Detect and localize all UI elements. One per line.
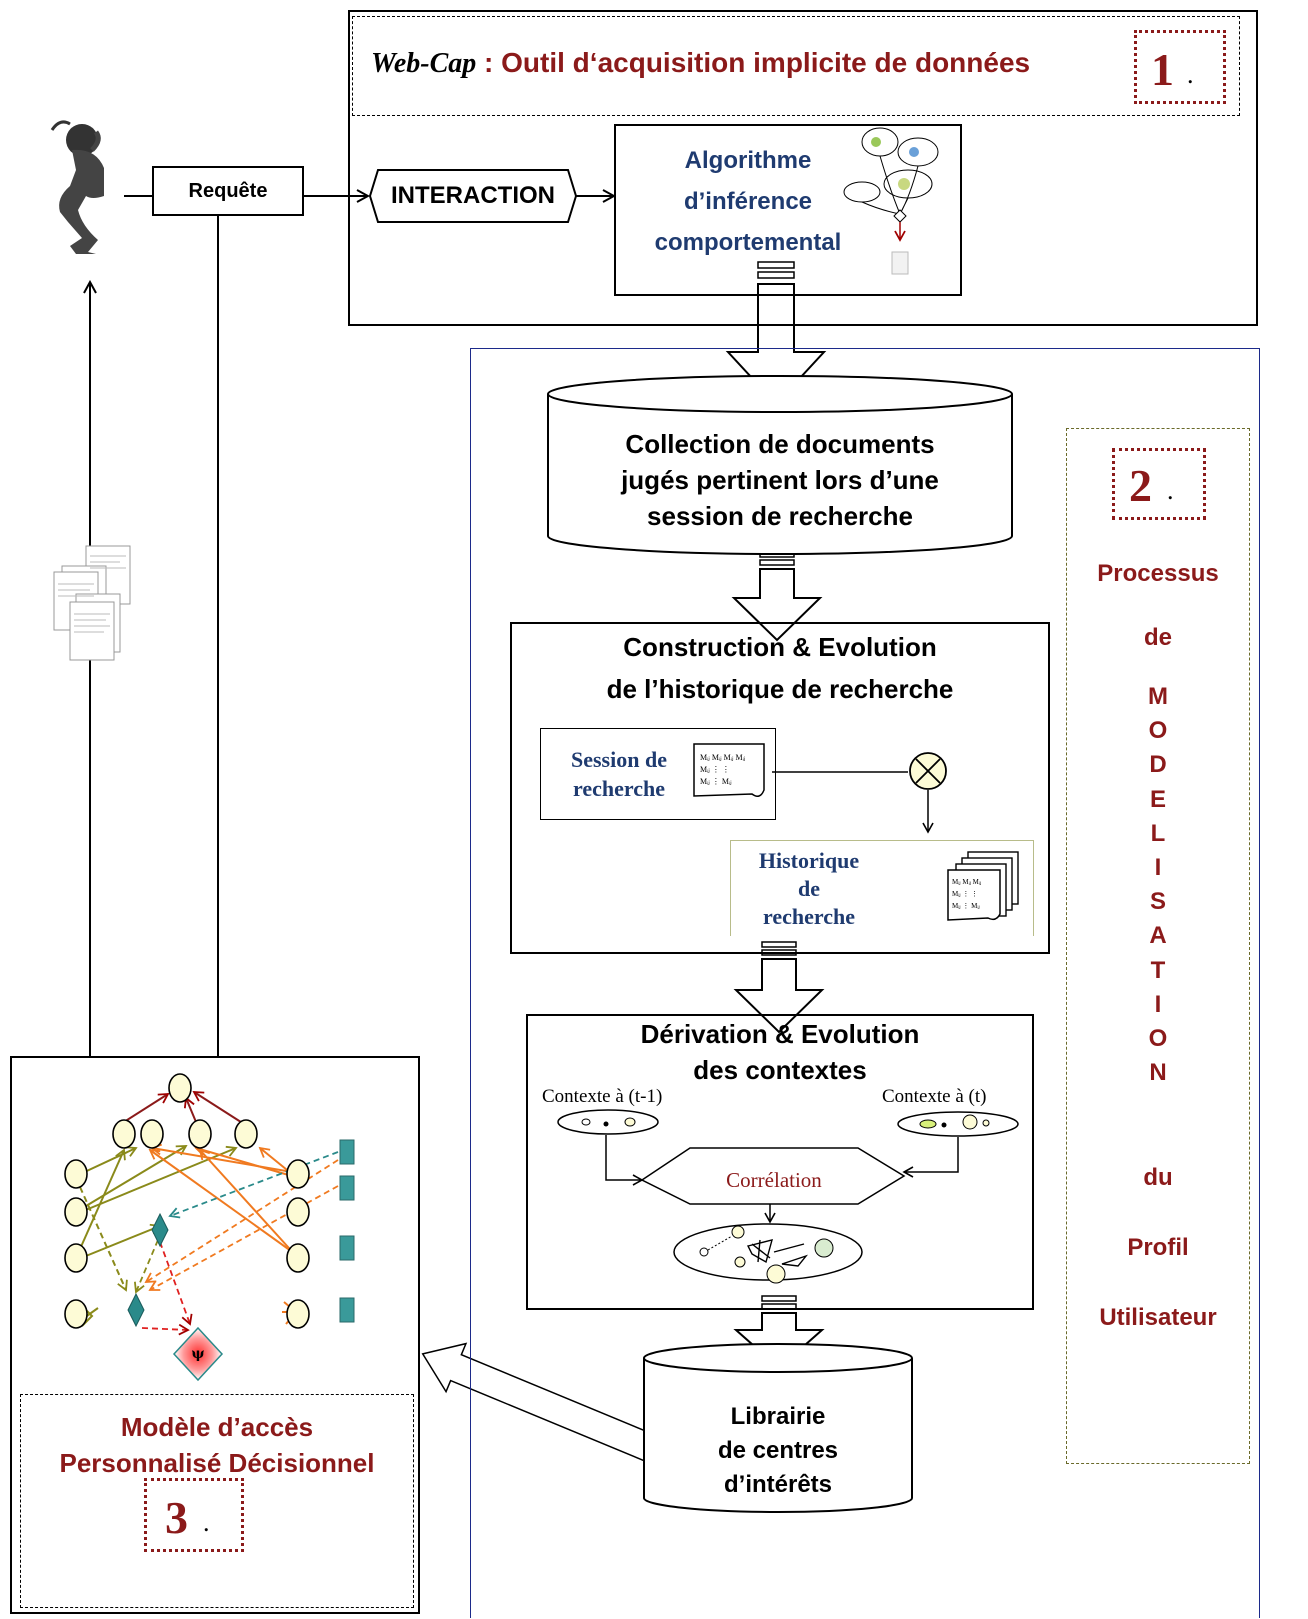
letter: N — [1149, 1059, 1167, 1087]
letter: O — [1148, 717, 1168, 745]
step3-line2: Personnalisé Décisionnel — [59, 1448, 375, 1478]
step1-number: 1 — [1151, 44, 1174, 95]
matrix-stack-icon: Mᵢⱼ Mᵢⱼ Mᵢⱼ Mᵢⱼ ⋮ ⋮ Mᵢⱼ ⋮ Mᵢⱼ — [947, 851, 1019, 921]
step2-number: 2 — [1129, 460, 1152, 511]
title-separator: : — [476, 47, 502, 78]
derivation-box: Dérivation & Evolution des contextes — [526, 1014, 1034, 1310]
step2-word-profil: Profil — [1127, 1234, 1189, 1261]
collection-label: Collection de documents jugés pertinent … — [548, 426, 1012, 534]
step2-modelisation: M O D E L I S A T I O N — [1068, 680, 1248, 1090]
letter: M — [1148, 683, 1168, 710]
library-line2: de centres — [717, 1437, 839, 1464]
query-label: Requête — [188, 180, 268, 202]
derivation-line2: des contextes — [693, 1055, 867, 1085]
step2-side-panel — [1066, 428, 1250, 1464]
session-line2: recherche — [572, 776, 666, 801]
collection-line3: session de recherche — [647, 501, 913, 531]
history-line2: de — [798, 876, 820, 901]
algorithm-line2: d’inférence — [683, 188, 813, 215]
svg-text:Mᵢⱼ ⋮ Mᵢⱼ: Mᵢⱼ ⋮ Mᵢⱼ — [700, 777, 732, 786]
step3-number: 3 — [165, 1492, 188, 1543]
step2-dot: . — [1167, 476, 1174, 505]
document-stack-icon — [53, 545, 131, 661]
query-box: Requête — [152, 166, 304, 216]
step1-container — [348, 10, 1258, 326]
circled-times-icon — [909, 752, 947, 790]
svg-text:Mᵢⱼ Mᵢⱼ Mᵢⱼ: Mᵢⱼ Mᵢⱼ Mᵢⱼ — [952, 878, 981, 886]
collection-line2: jugés pertinent lors d’une — [621, 465, 939, 495]
correlation-hexagon — [640, 1147, 906, 1205]
step3-line1: Modèle d’accès — [120, 1412, 314, 1442]
construction-line2: de l’historique de recherche — [606, 674, 954, 704]
letter: L — [1150, 819, 1166, 847]
construction-title: Construction & Evolution de l’historique… — [512, 626, 1048, 710]
interaction-label: INTERACTION — [391, 182, 555, 209]
algorithm-line3: comportemental — [654, 229, 842, 256]
letter: I — [1154, 990, 1162, 1018]
context-prev-label: Contexte à (t-1) — [542, 1086, 663, 1107]
step2-word-utilisateur: Utilisateur — [1099, 1304, 1217, 1331]
session-line1: Session de — [571, 747, 667, 772]
step3-number-badge: 3 . — [144, 1478, 244, 1552]
step1-dot: . — [1187, 60, 1194, 89]
construction-line1: Construction & Evolution — [623, 632, 937, 662]
correlation-label: Corrélation — [726, 1168, 822, 1192]
prev-to-correlation-arrow — [605, 1135, 644, 1186]
step2-container — [470, 348, 1260, 1618]
history-line3: recherche — [762, 904, 856, 929]
step1-title-box: Web-Cap : Outil d‘acquisition implicite … — [352, 16, 1240, 116]
webcap-name: Web-Cap — [371, 48, 477, 79]
letter: E — [1149, 785, 1166, 813]
step2-number-badge: 2 . — [1112, 448, 1206, 520]
step2-word-processus: Processus — [1097, 560, 1219, 587]
step3-container — [10, 1056, 420, 1614]
context-now-label: Contexte à (t) — [882, 1086, 987, 1107]
context-now-ellipse — [897, 1111, 1019, 1137]
derivation-title: Dérivation & Evolution des contextes — [528, 1016, 1032, 1088]
thinking-person-icon — [50, 120, 104, 254]
step3-title: Modèle d’accès Personnalisé Décisionnel — [21, 1409, 413, 1481]
algorithm-box: Algorithme d’inférence comportemental — [614, 124, 962, 296]
correlated-context-ellipse — [673, 1223, 863, 1284]
library-cylinder — [643, 1343, 913, 1513]
step2-word-de: de — [1143, 624, 1172, 651]
algorithm-line1: Algorithme — [684, 147, 812, 174]
library-line1: Librairie — [730, 1403, 826, 1430]
derivation-line1: Dérivation & Evolution — [640, 1019, 920, 1049]
letter: T — [1150, 956, 1166, 984]
now-to-correlation-arrow — [902, 1137, 959, 1178]
session-box: Session de recherche — [540, 728, 776, 820]
context-prev-ellipse — [557, 1109, 659, 1135]
psi-label: ψ — [191, 1346, 205, 1362]
letter: A — [1149, 922, 1167, 950]
step2-word-du: du — [1143, 1164, 1173, 1191]
step1-title: Web-Cap : Outil d‘acquisition implicite … — [371, 47, 1030, 80]
letter: O — [1148, 1025, 1168, 1053]
svg-text:Mᵢⱼ ⋮ ⋮: Mᵢⱼ ⋮ ⋮ — [952, 890, 978, 898]
construction-box: Construction & Evolution de l’historique… — [510, 622, 1050, 954]
step3-dot: . — [203, 1508, 210, 1537]
behavior-graph-icon — [843, 127, 939, 275]
history-box: Historique de recherche — [730, 840, 1034, 936]
letter: D — [1149, 751, 1167, 779]
matrix-document-icon: Mᵢⱼ Mᵢⱼ Mᵢⱼ Mᵢⱼ Mᵢⱼ ⋮ ⋮ Mᵢⱼ ⋮ Mᵢⱼ — [693, 743, 765, 797]
session-label: Session de recherche — [549, 745, 689, 803]
step1-title-text: Outil d‘acquisition implicite de données — [501, 47, 1031, 78]
decision-network — [64, 1073, 355, 1382]
history-label: Historique de recherche — [737, 847, 881, 931]
letter: I — [1154, 854, 1162, 882]
svg-text:Mᵢⱼ ⋮ ⋮: Mᵢⱼ ⋮ ⋮ — [700, 765, 730, 774]
letter: S — [1149, 888, 1166, 916]
svg-text:Mᵢⱼ ⋮ Mᵢⱼ: Mᵢⱼ ⋮ Mᵢⱼ — [952, 902, 980, 910]
step1-number-badge: 1 . — [1134, 30, 1226, 104]
library-line3: d’intérêts — [723, 1471, 833, 1498]
history-line1: Historique — [758, 848, 860, 873]
step3-title-box: Modèle d’accès Personnalisé Décisionnel — [20, 1394, 414, 1608]
svg-text:Mᵢⱼ Mᵢⱼ Mᵢⱼ Mᵢⱼ: Mᵢⱼ Mᵢⱼ Mᵢⱼ Mᵢⱼ — [700, 753, 745, 762]
library-label: Librairie de centres d’intérêts — [644, 1400, 912, 1502]
algorithm-label: Algorithme d’inférence comportemental — [624, 140, 872, 263]
collection-cylinder — [547, 375, 1013, 555]
collection-line1: Collection de documents — [625, 429, 935, 459]
